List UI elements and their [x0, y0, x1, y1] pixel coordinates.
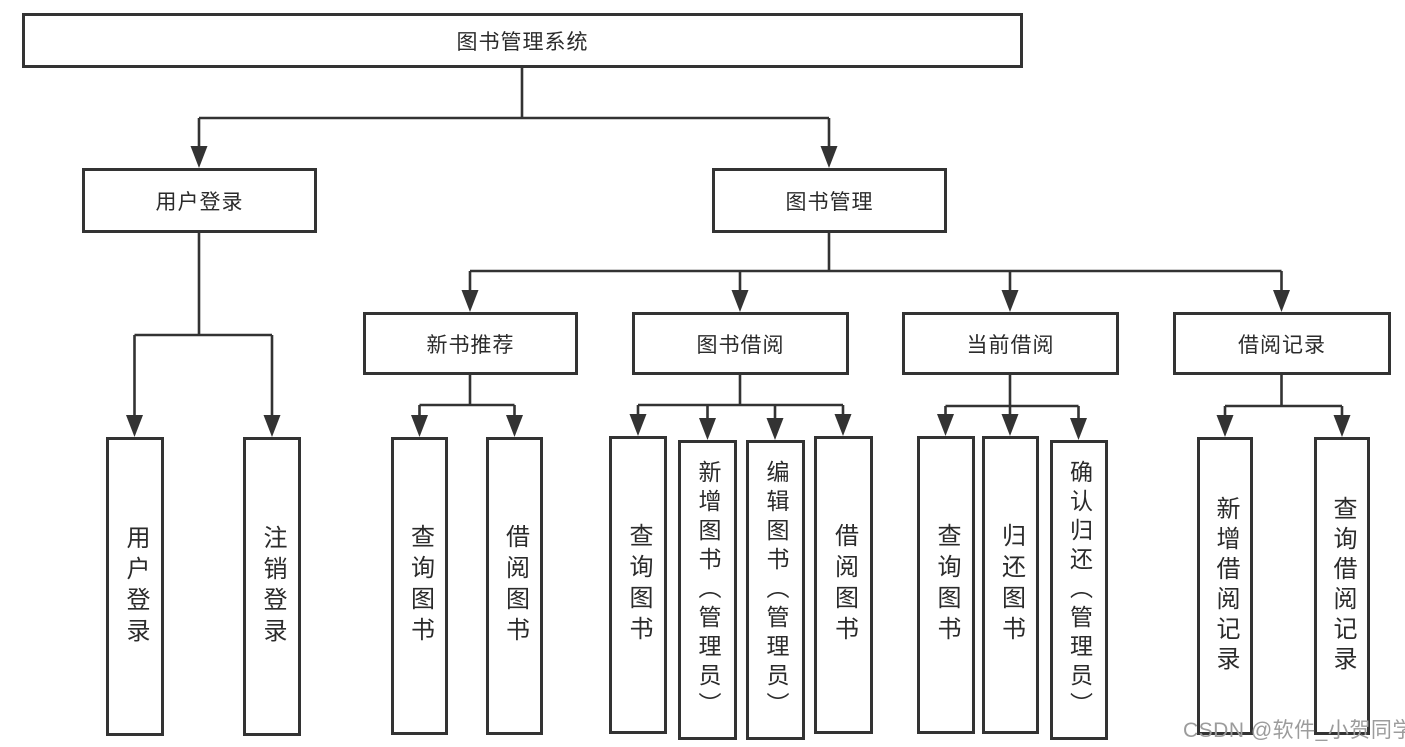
- leaf-current-query-books-label: 查询图书: [933, 523, 960, 647]
- node-new-book-recommend: 新书推荐: [363, 312, 578, 375]
- leaf-user-login-label: 用户登录: [122, 524, 149, 649]
- leaf-borrowing-query-books-label: 查询图书: [625, 523, 652, 647]
- node-root-label: 图书管理系统: [456, 30, 589, 54]
- node-book-management-branch: 图书管理: [712, 168, 947, 233]
- leaf-logout-label: 注销登录: [259, 524, 286, 649]
- node-borrowing-records-label: 借阅记录: [1238, 333, 1326, 357]
- leaf-add-book-admin-label: 新增图书（管理员）: [695, 459, 721, 721]
- leaf-return-books: 归还图书: [982, 436, 1039, 734]
- node-book-borrowing-label: 图书借阅: [696, 333, 785, 357]
- leaf-borrowing-borrow-books-label: 借阅图书: [830, 523, 858, 647]
- leaf-confirm-return-admin: 确认归还（管理员）: [1050, 440, 1108, 740]
- leaf-recommend-query-books: 查询图书: [391, 437, 448, 735]
- leaf-borrowing-borrow-books: 借阅图书: [814, 436, 873, 734]
- leaf-return-books-label: 归还图书: [997, 523, 1025, 647]
- leaf-user-login: 用户登录: [106, 437, 164, 736]
- leaf-recommend-borrow-books: 借阅图书: [486, 437, 543, 735]
- leaf-recommend-query-books-label: 查询图书: [406, 524, 434, 648]
- node-current-borrowing-label: 当前借阅: [966, 333, 1055, 357]
- leaf-add-borrow-record-label: 新增借阅记录: [1212, 496, 1239, 676]
- leaf-recommend-borrow-books-label: 借阅图书: [501, 524, 529, 648]
- node-book-management-label: 图书管理: [785, 190, 874, 214]
- leaf-query-borrow-record-label: 查询借阅记录: [1329, 496, 1356, 676]
- leaf-edit-book-admin: 编辑图书（管理员）: [746, 440, 805, 740]
- node-user-login-branch: 用户登录: [82, 168, 317, 233]
- watermark: CSDN @软件_小贺同学: [1183, 719, 1405, 742]
- node-borrowing-records: 借阅记录: [1173, 312, 1391, 375]
- leaf-borrowing-query-books: 查询图书: [609, 436, 667, 734]
- leaf-current-query-books: 查询图书: [917, 436, 975, 734]
- leaf-edit-book-admin-label: 编辑图书（管理员）: [763, 459, 789, 721]
- leaf-confirm-return-admin-label: 确认归还（管理员）: [1066, 459, 1093, 721]
- node-new-book-recommend-label: 新书推荐: [426, 333, 515, 357]
- arrowhead-icons: [126, 146, 1351, 440]
- node-root: 图书管理系统: [22, 13, 1023, 68]
- leaf-add-book-admin: 新增图书（管理员）: [678, 440, 737, 740]
- node-current-borrowing: 当前借阅: [902, 312, 1119, 375]
- leaf-logout: 注销登录: [243, 437, 301, 736]
- leaf-query-borrow-record: 查询借阅记录: [1314, 437, 1370, 735]
- node-book-borrowing: 图书借阅: [632, 312, 849, 375]
- leaf-add-borrow-record: 新增借阅记录: [1197, 437, 1253, 735]
- node-user-login-label: 用户登录: [155, 190, 244, 214]
